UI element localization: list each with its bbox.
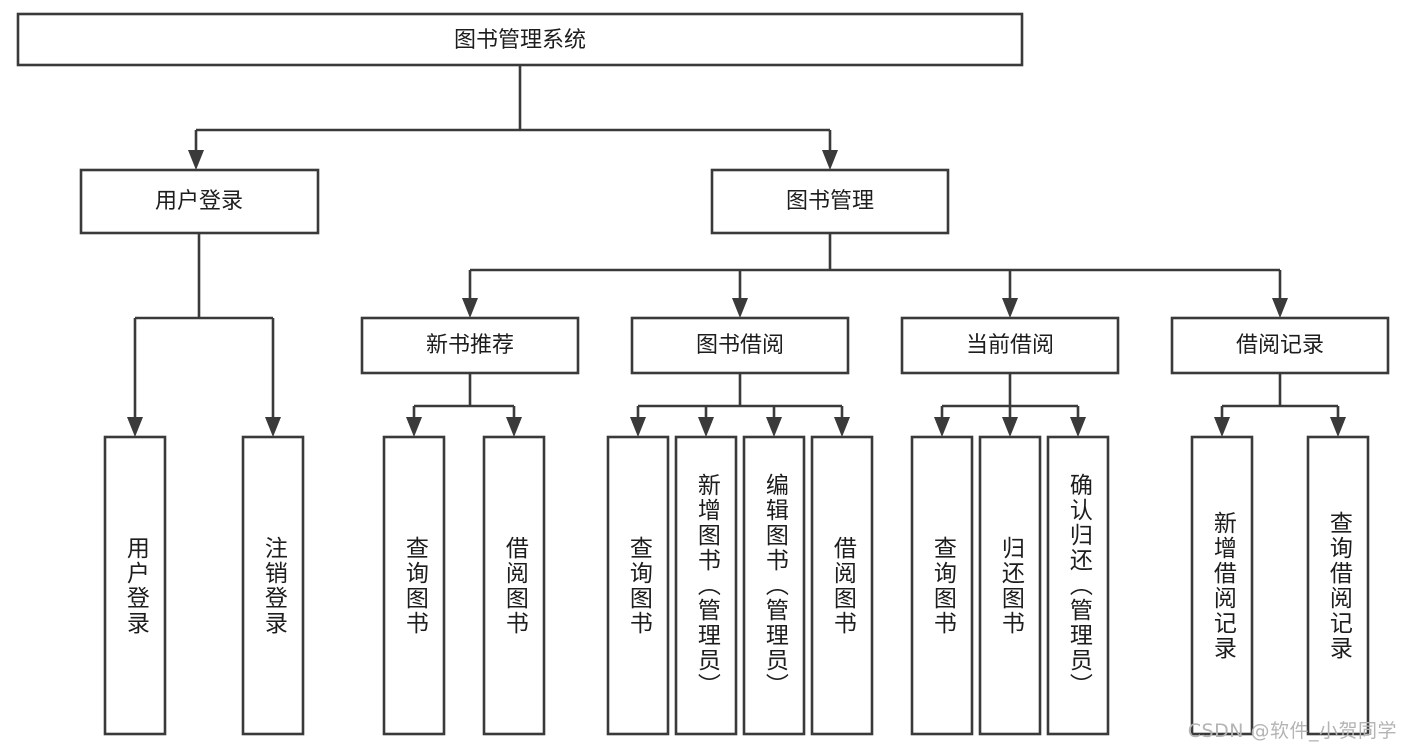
arrow-to-leaf-return-book bbox=[1002, 417, 1018, 437]
leaf-box-query-book-1[interactable] bbox=[382, 435, 446, 736]
leaf-box-confirm-return[interactable] bbox=[1046, 435, 1110, 736]
node-current-borrow[interactable]: 当前借阅 bbox=[900, 316, 1120, 375]
leaf-box-layer bbox=[103, 435, 1370, 736]
connector-layer bbox=[127, 65, 1346, 437]
arrow-to-leaf-confirm-return bbox=[1070, 417, 1086, 437]
leaf-box-edit-book[interactable] bbox=[742, 435, 806, 736]
leaf-box-user-login[interactable] bbox=[103, 435, 167, 736]
connector-user-login-to-bus bbox=[133, 233, 275, 419]
node-book-borrow[interactable]: 图书借阅 bbox=[630, 316, 850, 375]
arrow-to-leaf-edit-book bbox=[766, 417, 782, 437]
connector-current-borrow-to-leaves bbox=[940, 373, 1080, 419]
leaf-box-query-book-2[interactable] bbox=[606, 435, 670, 736]
arrow-to-book-manage bbox=[822, 150, 838, 170]
connector-borrow-record-to-leaves bbox=[1220, 373, 1340, 419]
arrow-to-leaf-query-book-3 bbox=[934, 417, 950, 437]
arrow-to-current-borrow bbox=[1002, 298, 1018, 318]
node-label: 借阅记录 bbox=[1236, 333, 1324, 358]
node-book-manage[interactable]: 图书管理 bbox=[710, 168, 950, 235]
arrow-to-borrow-record bbox=[1272, 298, 1288, 318]
node-user-login[interactable]: 用户登录 bbox=[79, 168, 320, 235]
arrow-to-book-borrow bbox=[732, 298, 748, 318]
leaf-box-return-book[interactable] bbox=[978, 435, 1042, 736]
node-label: 用户登录 bbox=[155, 189, 243, 214]
arrow-to-new-book-rec bbox=[462, 298, 478, 318]
arrow-to-leaf-add-book bbox=[698, 417, 714, 437]
arrow-to-leaf-add-record bbox=[1214, 417, 1230, 437]
arrow-to-leaf-query-book-1 bbox=[406, 417, 422, 437]
arrow-to-leaf-user-logout bbox=[265, 417, 281, 437]
connector-root-to-bus bbox=[194, 65, 832, 152]
leaf-box-borrow-book-1[interactable] bbox=[482, 435, 546, 736]
node-box[interactable] bbox=[1170, 316, 1390, 375]
arrow-to-leaf-user-login bbox=[127, 417, 143, 437]
node-box[interactable] bbox=[79, 168, 320, 235]
node-borrow-record[interactable]: 借阅记录 bbox=[1170, 316, 1390, 375]
node-system-title[interactable]: 图书管理系统 bbox=[16, 12, 1024, 67]
leaf-box-add-record[interactable] bbox=[1190, 435, 1254, 736]
arrow-to-leaf-query-book-2 bbox=[630, 417, 646, 437]
connector-new-book-rec-to-leaves bbox=[412, 373, 516, 419]
node-label: 新书推荐 bbox=[426, 333, 514, 358]
node-label: 图书借阅 bbox=[696, 333, 784, 358]
arrow-to-leaf-borrow-book-2 bbox=[834, 417, 850, 437]
node-new-book-rec[interactable]: 新书推荐 bbox=[360, 316, 580, 375]
leaf-box-borrow-book-2[interactable] bbox=[810, 435, 874, 736]
csdn-watermark: CSDN @软件_小贺同学 bbox=[1187, 720, 1397, 742]
leaf-box-user-logout[interactable] bbox=[241, 435, 305, 736]
node-label: 图书管理系统 bbox=[454, 28, 586, 53]
node-box[interactable] bbox=[900, 316, 1120, 375]
leaf-box-add-book[interactable] bbox=[674, 435, 738, 736]
arrow-to-user-login bbox=[188, 150, 204, 170]
connector-book-manage-to-bus bbox=[468, 233, 1282, 300]
node-box[interactable] bbox=[630, 316, 850, 375]
arrow-to-leaf-query-record bbox=[1330, 417, 1346, 437]
leaf-box-query-book-3[interactable] bbox=[910, 435, 974, 736]
node-label: 图书管理 bbox=[786, 189, 874, 214]
node-box[interactable] bbox=[710, 168, 950, 235]
node-box[interactable] bbox=[16, 12, 1024, 67]
arrow-to-leaf-borrow-book-1 bbox=[506, 417, 522, 437]
node-label: 当前借阅 bbox=[966, 333, 1054, 358]
leaf-box-query-record[interactable] bbox=[1306, 435, 1370, 736]
node-box[interactable] bbox=[360, 316, 580, 375]
connector-book-borrow-to-leaves bbox=[636, 373, 844, 419]
